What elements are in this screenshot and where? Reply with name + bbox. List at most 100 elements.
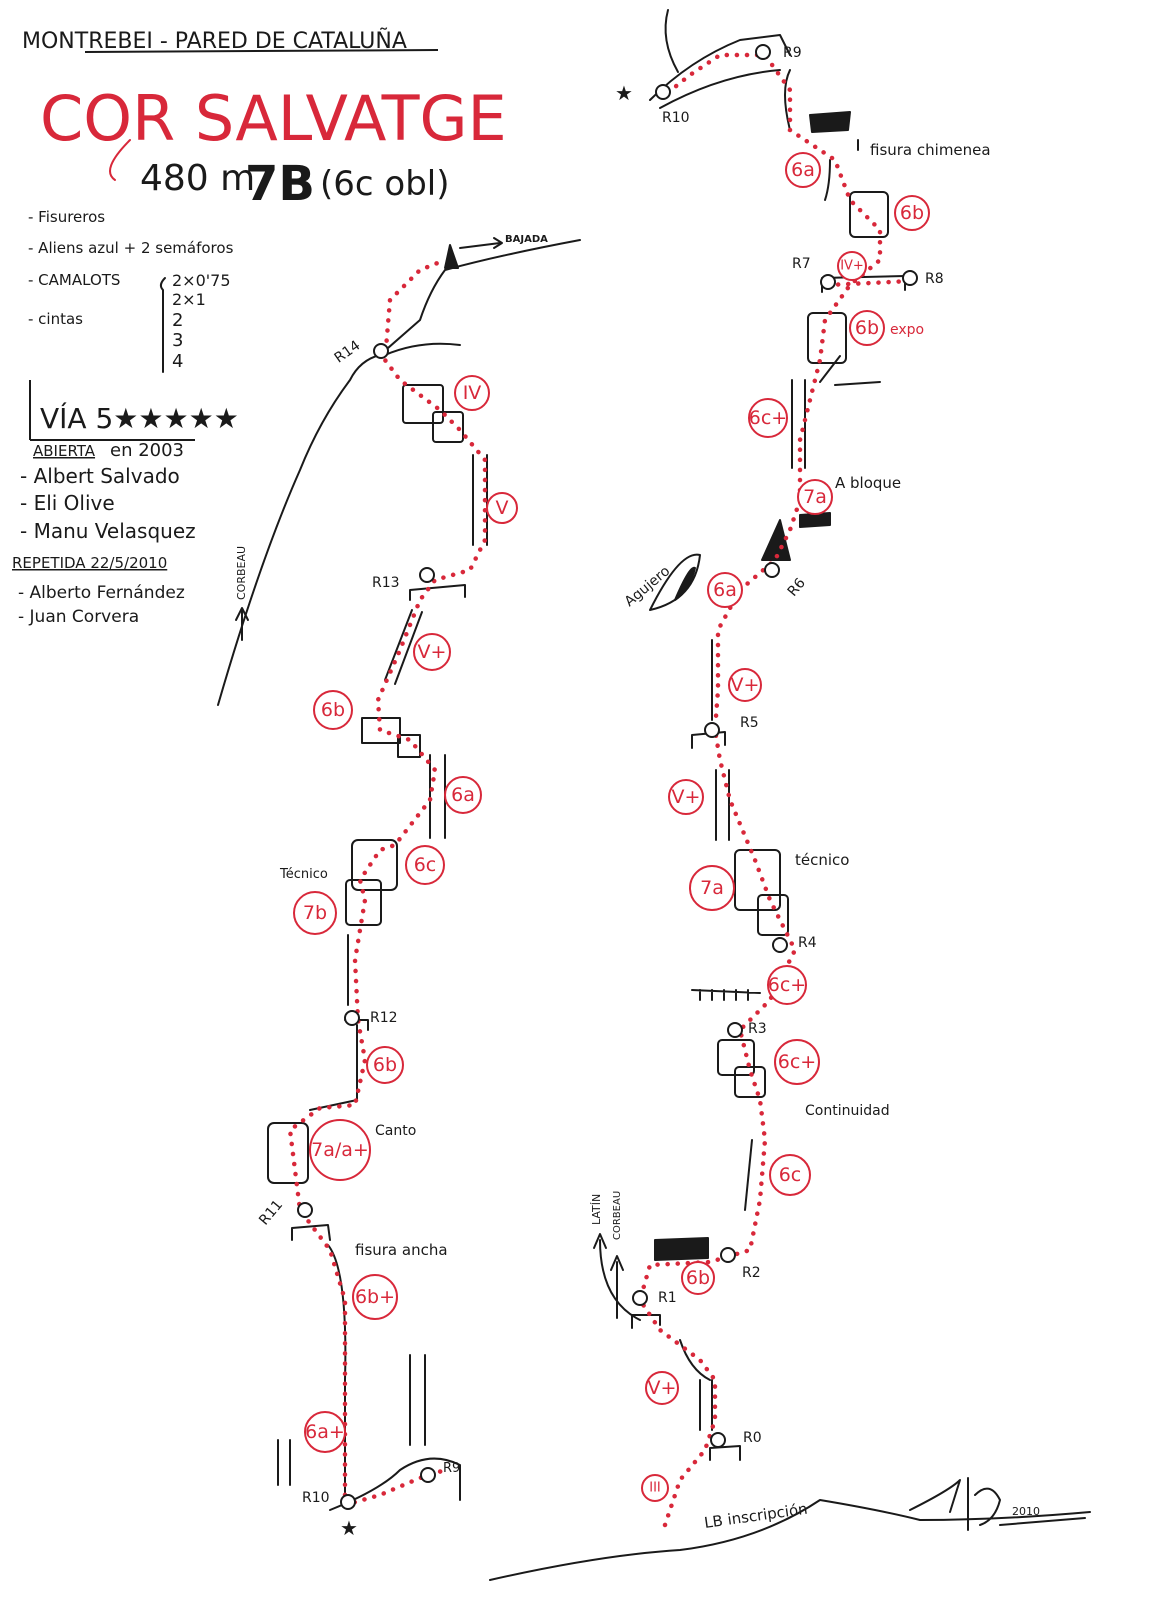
belay-label: R9 <box>443 1461 460 1476</box>
svg-text:6b: 6b <box>900 202 924 224</box>
route-name: COR SALVATGE <box>40 82 507 155</box>
location-title: MONTREBEI - PARED DE CATALUÑA <box>22 27 407 54</box>
grade-badge: V+ <box>728 668 762 702</box>
route-grade-obligatory: (6c obl) <box>320 164 450 204</box>
repeater-name: - Juan Corvera <box>18 607 139 627</box>
belay-icon <box>772 937 788 953</box>
svg-text:6b: 6b <box>686 1267 710 1289</box>
belay-label: R7 <box>792 256 811 272</box>
right-rock-outline <box>489 9 1091 1581</box>
note-label: CORBEAU <box>612 1191 623 1240</box>
belay-label: R4 <box>798 935 817 951</box>
grade-badge: 6c+ <box>767 965 807 1005</box>
svg-text:6a: 6a <box>713 579 737 601</box>
left-rock-outline <box>217 237 581 1511</box>
svg-text:V+: V+ <box>648 1377 677 1399</box>
belay-icon <box>632 1290 648 1306</box>
note-label: Continuidad <box>805 1103 890 1119</box>
belay-icon <box>373 343 389 359</box>
grade-badge: 6b <box>894 195 930 231</box>
svg-text:6c+: 6c+ <box>768 974 806 996</box>
note-label: fisura ancha <box>355 1241 448 1259</box>
grade-badge: V+ <box>413 633 451 671</box>
grade-badge: 6a <box>785 152 821 188</box>
opener-name: - Albert Salvado <box>20 464 180 488</box>
grade-badge: 7a <box>797 479 833 515</box>
svg-text:IV+: IV+ <box>840 259 864 274</box>
svg-text:6b: 6b <box>373 1054 397 1076</box>
belay-icon <box>902 270 918 286</box>
grade-badge: 6a <box>707 572 743 608</box>
grade-badge: 6b <box>681 1261 715 1295</box>
grade-badge: 6c+ <box>774 1039 820 1085</box>
svg-text:6c+: 6c+ <box>778 1051 816 1073</box>
grade-badge: 6b <box>366 1046 404 1084</box>
svg-text:7a: 7a <box>700 877 724 899</box>
start-star-icon: ★ <box>340 1516 358 1540</box>
svg-text:III: III <box>649 1481 661 1496</box>
belay-label: R1 <box>658 1290 677 1306</box>
opener-name: - Manu Velasquez <box>20 519 196 543</box>
note-label: LB inscripción <box>703 1500 809 1532</box>
grade-badge: III <box>641 1474 669 1502</box>
belay-label: R13 <box>372 575 400 591</box>
belay-label: R8 <box>925 271 944 287</box>
gear-item: - Fisureros <box>28 208 105 226</box>
grade-badge: 6c+ <box>748 398 788 438</box>
gear-item: - CAMALOTS <box>28 271 120 289</box>
grade-badge: 6b <box>849 310 885 346</box>
belay-icon <box>655 84 671 100</box>
neighbor-route-label: CORBEAU <box>235 546 248 600</box>
belay-label: R6 <box>785 575 809 600</box>
grade-badge: V <box>486 492 518 524</box>
grade-badge: 7a/a+ <box>309 1119 371 1181</box>
note-label: Agujero <box>622 563 674 610</box>
grade-badge: 6a <box>444 776 482 814</box>
svg-text:V+: V+ <box>418 641 447 663</box>
svg-text:7a/a+: 7a/a+ <box>311 1139 369 1161</box>
belay-icon <box>764 562 780 578</box>
svg-text:2010: 2010 <box>1012 1505 1040 1518</box>
grade-badge: V+ <box>645 1371 679 1405</box>
title-flourish <box>109 139 131 181</box>
grade-badge: IV <box>454 375 490 411</box>
finish-star-icon: ★ <box>615 81 633 105</box>
belay-icon <box>710 1432 726 1448</box>
grade-badge: 6a+ <box>304 1411 346 1453</box>
opened-year: en 2003 <box>110 440 184 461</box>
svg-text:6b: 6b <box>321 699 345 721</box>
belay-icon <box>340 1494 356 1510</box>
belay-icon <box>820 274 836 290</box>
belay-label: R12 <box>370 1010 398 1026</box>
grade-badge: IV+ <box>837 251 867 281</box>
signature: 2010 <box>909 1477 1086 1531</box>
route-rating: VÍA 5★★★★★ <box>40 401 239 435</box>
grade-badge: 6c <box>769 1154 811 1196</box>
svg-text:V+: V+ <box>672 786 701 808</box>
repeated-label: REPETIDA 22/5/2010 <box>12 554 167 572</box>
grade-badge: 6b+ <box>352 1274 398 1320</box>
route-grade: 7B <box>245 156 315 212</box>
svg-text:V: V <box>496 497 509 519</box>
belay-icon <box>704 722 720 738</box>
belay-label: R3 <box>748 1021 767 1037</box>
repeater-name: - Alberto Fernández <box>18 583 185 603</box>
svg-text:6a+: 6a+ <box>305 1421 345 1443</box>
belay-label: R9 <box>783 45 802 61</box>
camalot-size: 2 <box>172 310 183 331</box>
svg-text:6b: 6b <box>855 317 879 339</box>
right-route-traverse <box>825 278 913 288</box>
gear-item: - Aliens azul + 2 semáforos <box>28 239 234 257</box>
svg-text:6c: 6c <box>414 854 437 876</box>
route-length: 480 m <box>140 158 255 199</box>
svg-text:IV: IV <box>463 382 482 404</box>
grade-badge: 6c <box>405 845 445 885</box>
note-label: LATÍN <box>590 1194 603 1225</box>
belay-icon <box>720 1247 736 1263</box>
svg-text:7a: 7a <box>803 486 827 508</box>
grade-badge: 6b <box>313 690 353 730</box>
grade-badge: 7b <box>293 891 337 935</box>
note-label: Técnico <box>279 867 328 882</box>
descent-label: BAJADA <box>505 234 548 245</box>
belay-label: R0 <box>743 1430 762 1446</box>
